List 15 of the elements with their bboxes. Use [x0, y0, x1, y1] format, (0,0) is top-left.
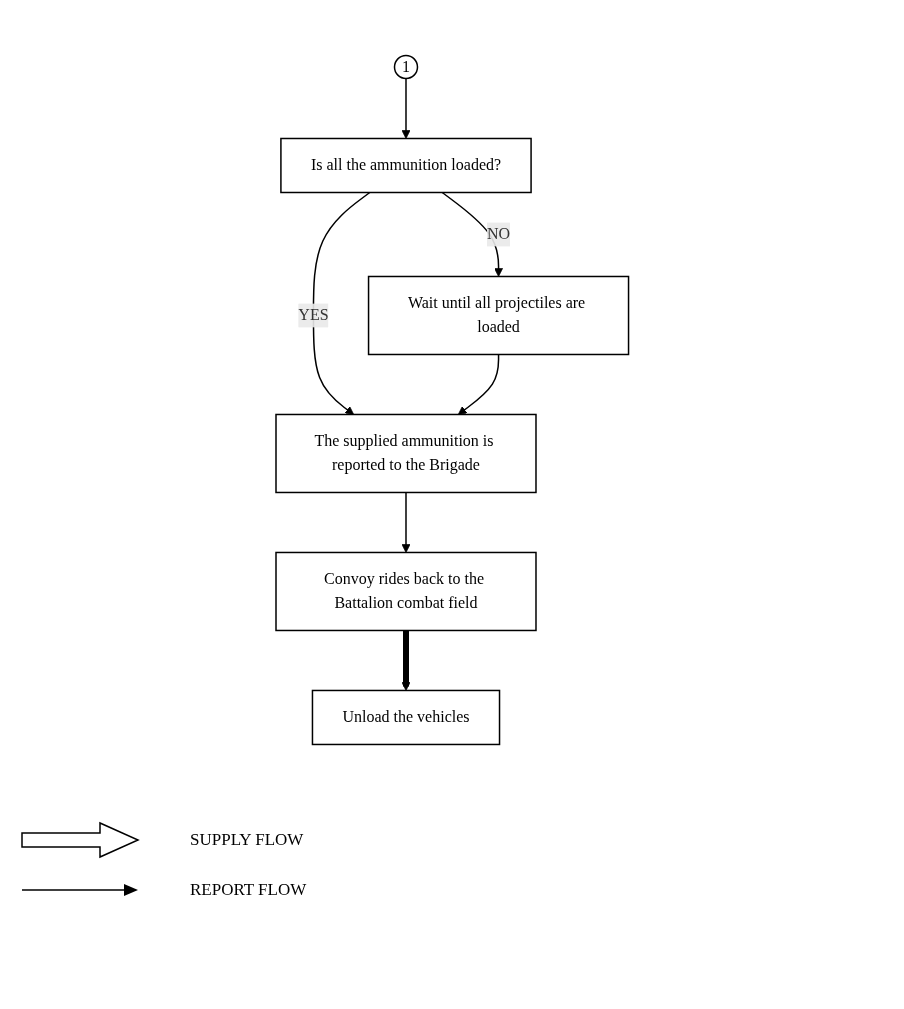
edge-label: YES — [298, 306, 329, 324]
arrow — [457, 354, 499, 416]
node-box: Is all the ammunition loaded? — [279, 138, 532, 194]
arrow — [401, 630, 411, 692]
arrow — [441, 192, 503, 278]
node-box: Convoy rides back to the Battalion combat field — [274, 552, 537, 632]
edge-label: NO — [486, 225, 510, 243]
legend-text: REPORT FLOW — [190, 880, 307, 900]
node-box: The supplied ammunition is reported to the Brigade — [274, 414, 537, 494]
node-circle: 1 — [393, 55, 418, 80]
legend-text: SUPPLY FLOW — [190, 830, 304, 850]
node-box: Wait until all projectiles are loaded — [367, 276, 629, 356]
node-box: Unload the vehicles — [311, 690, 500, 746]
arrow — [312, 192, 371, 416]
arrow — [401, 78, 411, 140]
